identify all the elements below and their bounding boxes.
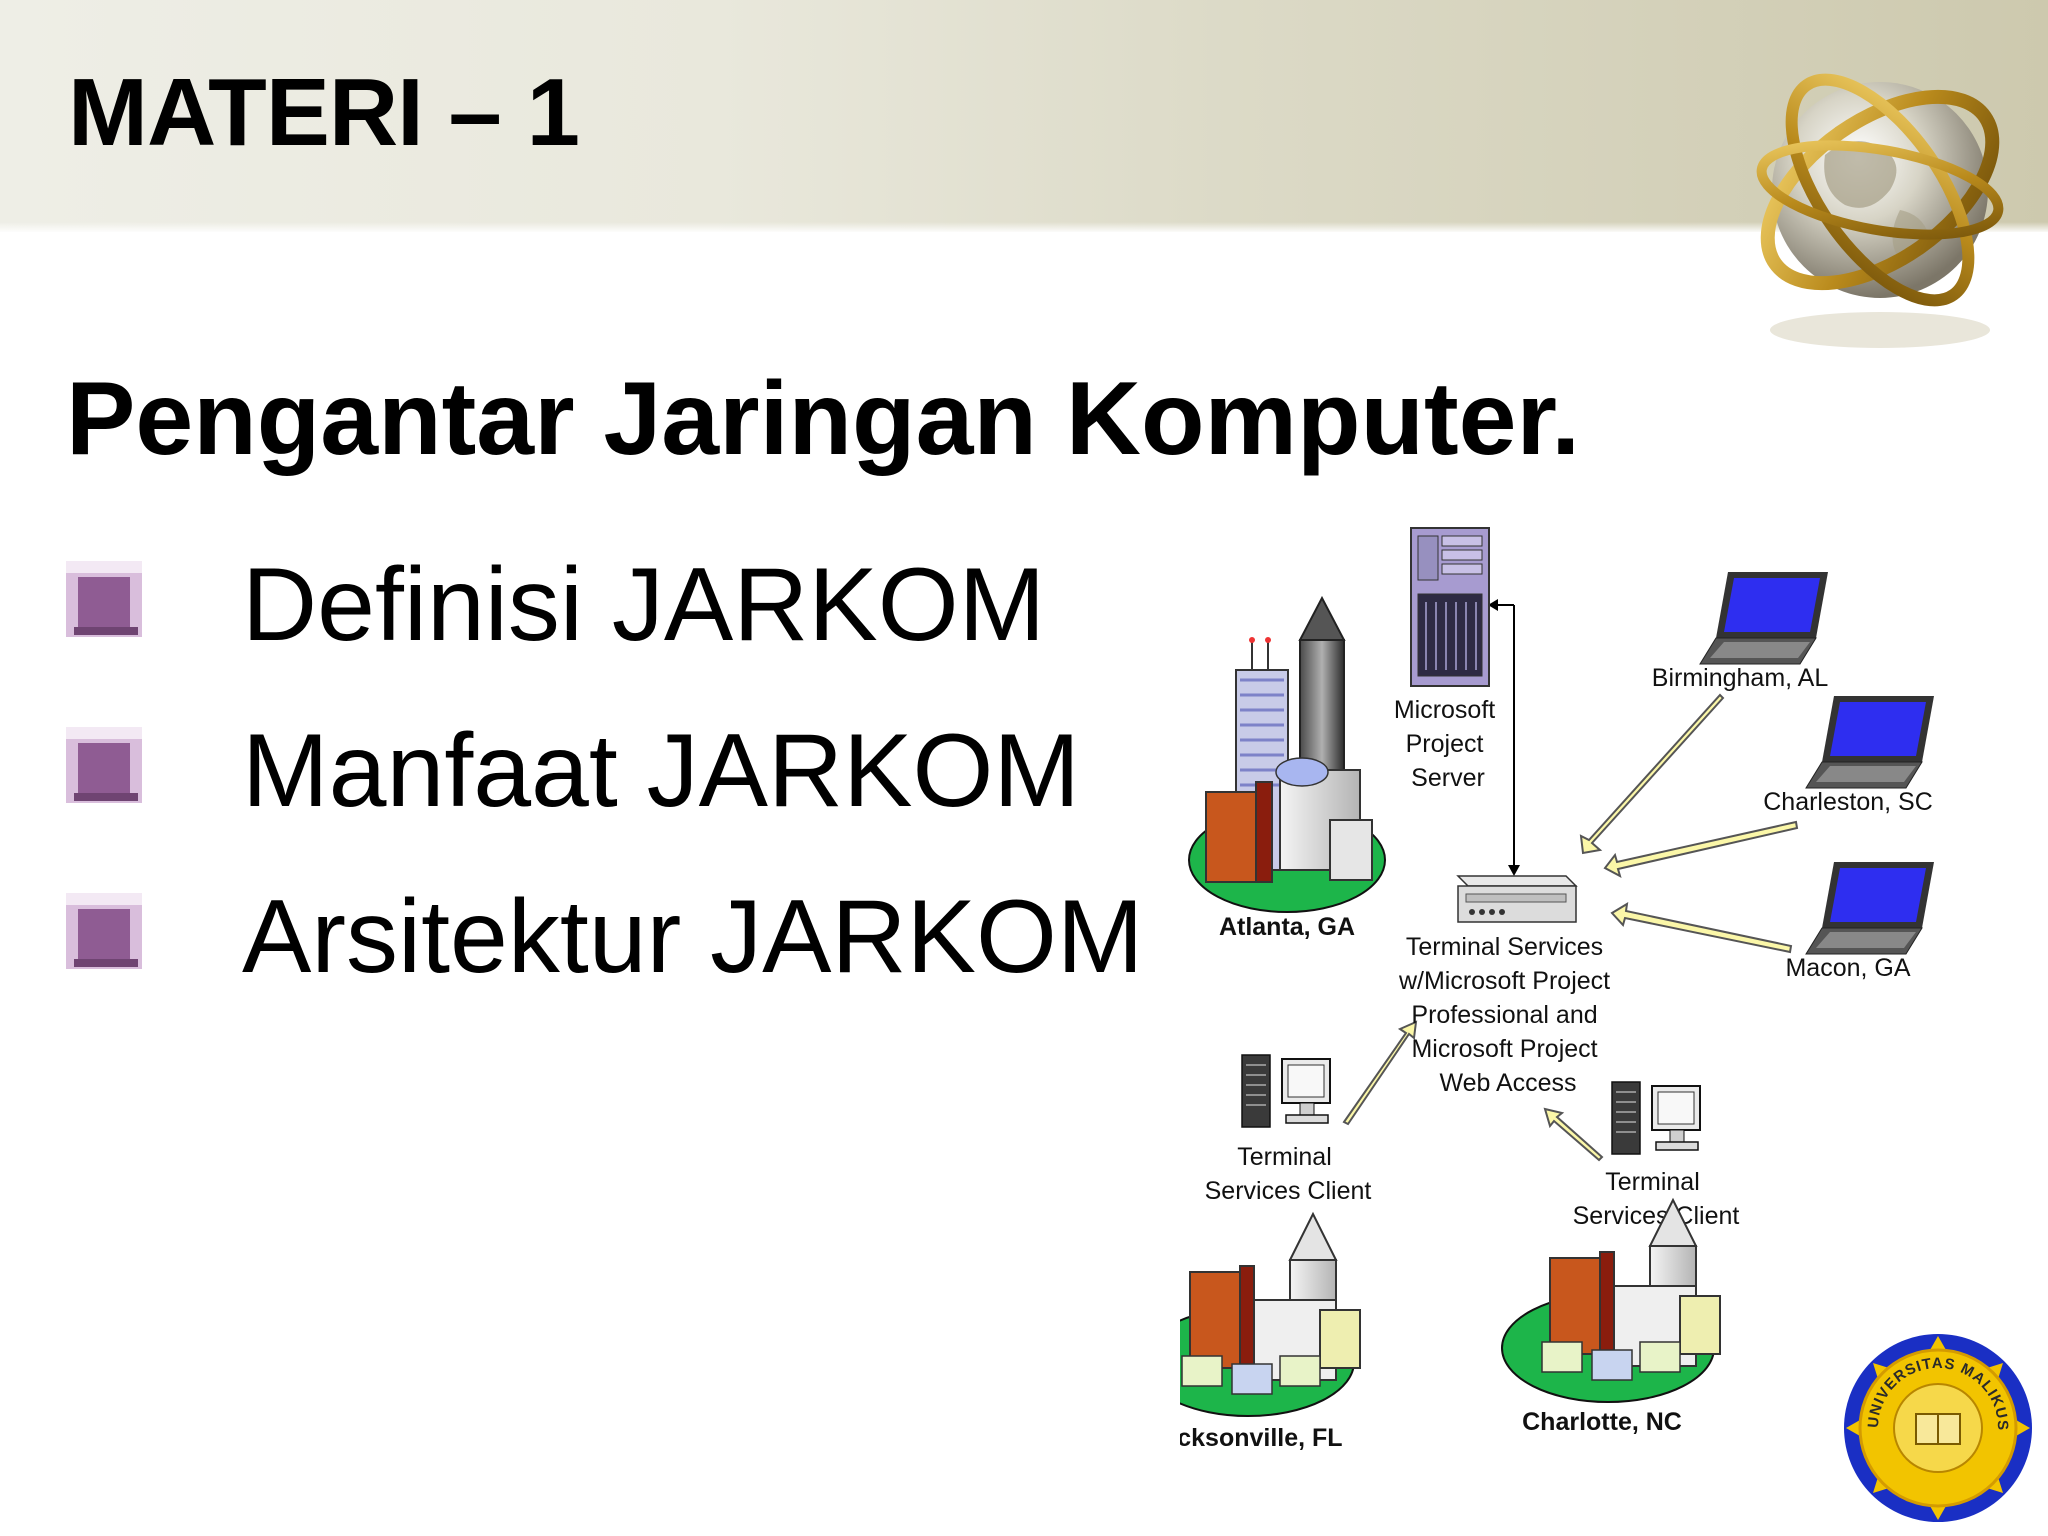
laptop-icon: [1805, 696, 1934, 789]
arrow-charlotte: [1543, 1107, 1604, 1162]
laptop-icon: [1699, 572, 1828, 665]
client-computer-icon: [1611, 1081, 1701, 1155]
laptop-icon: [1805, 862, 1934, 955]
terminal-services-label: Terminal Services w/Microsoft Project Pr…: [1398, 933, 1617, 1097]
header-band: [0, 0, 2048, 232]
city-label: Charlotte, NC: [1522, 1408, 1682, 1436]
server-label: Microsoft Project Server: [1394, 696, 1502, 792]
client-label: Terminal Services Client: [1573, 1168, 1740, 1230]
bullet-item: Manfaat JARKOM: [62, 688, 1143, 854]
bullet-item: Definisi JARKOM: [62, 522, 1143, 688]
arrow-birmingham: [1579, 693, 1725, 855]
arrow-macon: [1610, 902, 1793, 954]
client-computer-icon: [1241, 1054, 1331, 1128]
city-icon-jacksonville: [1180, 1211, 1361, 1417]
bullet-list: Definisi JARKOM Manfaat JARKOM Arsitektu…: [62, 522, 1143, 1020]
slide-title: MATERI – 1: [68, 59, 580, 166]
bullet-label: Manfaat JARKOM: [242, 712, 1081, 829]
terminal-server-icon: [1456, 875, 1578, 923]
square-bullet-icon: [66, 893, 142, 969]
arrow-charleston: [1603, 820, 1799, 878]
square-bullet-icon: [66, 727, 142, 803]
laptop-label: Birmingham, AL: [1652, 664, 1829, 692]
network-diagram: Microsoft Project Server Terminal Servic…: [1180, 527, 1934, 1452]
laptop-label: Charleston, SC: [1763, 788, 1933, 816]
slide-subtitle: Pengantar Jaringan Komputer.: [66, 361, 1581, 477]
bullet-item: Arsitektur JARKOM: [62, 854, 1143, 1020]
server-icon: [1410, 527, 1490, 687]
bullet-label: Arsitektur JARKOM: [242, 878, 1144, 995]
city-icon-atlanta: [1188, 595, 1386, 913]
city-icon-charlotte: [1501, 1197, 1721, 1403]
square-bullet-icon: [66, 561, 142, 637]
client-label: Terminal Services Client: [1205, 1143, 1372, 1205]
connection-arrows: [1342, 693, 1799, 1162]
globe-icon: [1756, 73, 2004, 348]
laptop-label: Macon, GA: [1785, 954, 1910, 982]
bullet-label: Definisi JARKOM: [242, 546, 1046, 663]
university-seal-logo: UNIVERSITAS MALIKUSSALEH: [1840, 1330, 2032, 1522]
arrow-jacksonville: [1342, 1020, 1418, 1126]
city-label: Jacksonville, FL: [1180, 1424, 1343, 1452]
city-label: Atlanta, GA: [1219, 913, 1355, 941]
server-link: [1488, 599, 1520, 876]
